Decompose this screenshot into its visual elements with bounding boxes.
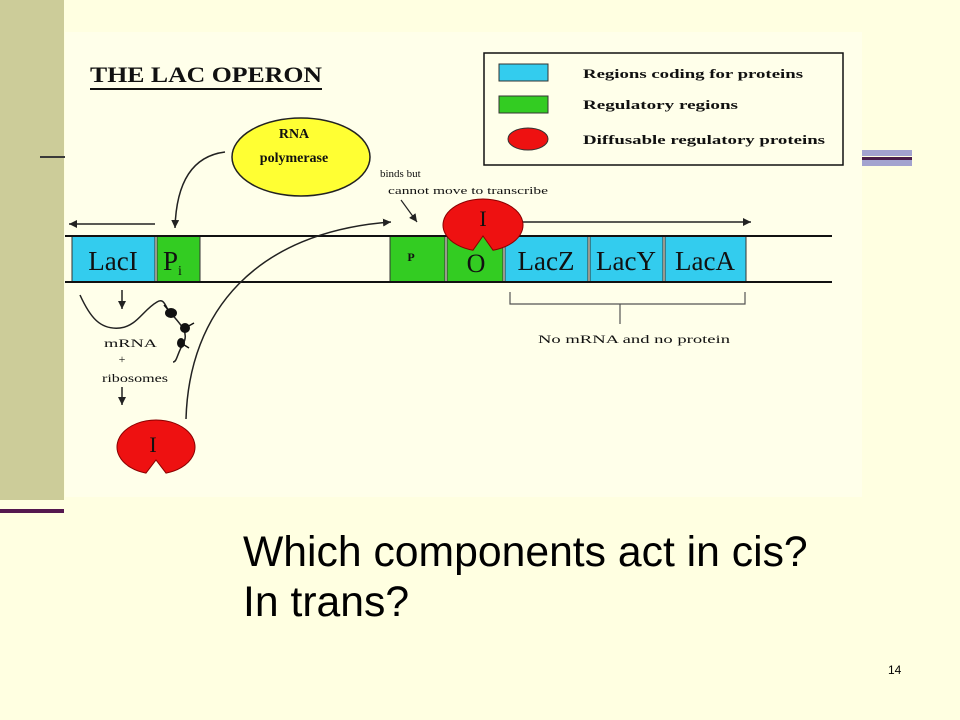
- ribosomes-label: ribosomes: [102, 371, 168, 385]
- bound-repressor: [442, 198, 524, 251]
- dna-segments: [71, 235, 747, 283]
- promoter-i-box: [156, 235, 201, 283]
- legend: Regions coding for proteins Regulatory r…: [483, 52, 844, 166]
- operon-bracket: [509, 292, 746, 324]
- template-rule-right-middle: [862, 157, 912, 160]
- legend-swatch-diffusable: [507, 127, 549, 151]
- ribosomes: [163, 304, 195, 349]
- lacA-box: [664, 235, 747, 283]
- template-rule-right-lower: [862, 160, 912, 166]
- free-repressor-label: I: [149, 432, 156, 457]
- legend-box: [483, 52, 844, 166]
- operator-label: O: [467, 249, 486, 278]
- promoter-i-subscript: i: [178, 264, 182, 279]
- question-text: Which components act in cis? In trans?: [243, 527, 808, 627]
- lacZ-label: LacZ: [518, 246, 575, 276]
- rna-polymerase-label-line2: polymerase: [260, 151, 328, 166]
- polymerase-to-pi-arrow: [171, 151, 226, 229]
- left-accent-band: [0, 0, 64, 500]
- legend-label-regulatory: Regulatory regions: [583, 97, 738, 112]
- question-line-trans: In trans?: [243, 578, 410, 626]
- repressor-to-operator-arrow: [185, 218, 392, 420]
- free-repressor: [116, 419, 196, 474]
- promoter-label: P: [407, 250, 414, 264]
- lacA-label: LacA: [675, 246, 735, 276]
- lacI-box: [71, 235, 156, 283]
- ribosome-peptide: [184, 322, 195, 329]
- template-rule-right-upper: [862, 150, 912, 156]
- page-number: 14: [888, 663, 902, 677]
- left-band-rule: [0, 509, 64, 513]
- lac-operon-diagram: THE LAC OPERON Regions coding for protei…: [65, 32, 862, 497]
- promoter-i-main: P: [163, 246, 178, 276]
- promoter-box: [389, 235, 446, 283]
- plus-label: +: [119, 352, 126, 366]
- ribosome-peptide: [163, 304, 172, 314]
- question-line-cis: Which components act in cis?: [243, 528, 808, 576]
- lacI-label: LacI: [88, 246, 137, 276]
- mrna-label: mRNA: [104, 336, 158, 350]
- legend-label-diffusable: Diffusable regulatory proteins: [583, 132, 825, 147]
- legend-label-coding: Regions coding for proteins: [583, 66, 803, 81]
- template-rule-left: [40, 156, 65, 158]
- legend-swatch-regulatory: [498, 95, 549, 114]
- rna-polymerase-label-line1: RNA: [279, 127, 310, 142]
- outcome-note: No mRNA and no protein: [538, 332, 730, 346]
- legend-swatch-coding: [498, 63, 549, 82]
- ribosome-peptide: [180, 342, 190, 349]
- bound-repressor-label: I: [479, 206, 486, 231]
- diagram-title: THE LAC OPERON: [90, 62, 322, 87]
- rna-polymerase: [231, 117, 371, 197]
- lacY-label: LacY: [596, 246, 656, 276]
- note-cannot-move: cannot move to transcribe: [388, 185, 548, 197]
- promoter-i-label: Pi: [163, 246, 182, 279]
- note-binds-but: binds but: [380, 168, 421, 180]
- note-arrow: [400, 199, 418, 223]
